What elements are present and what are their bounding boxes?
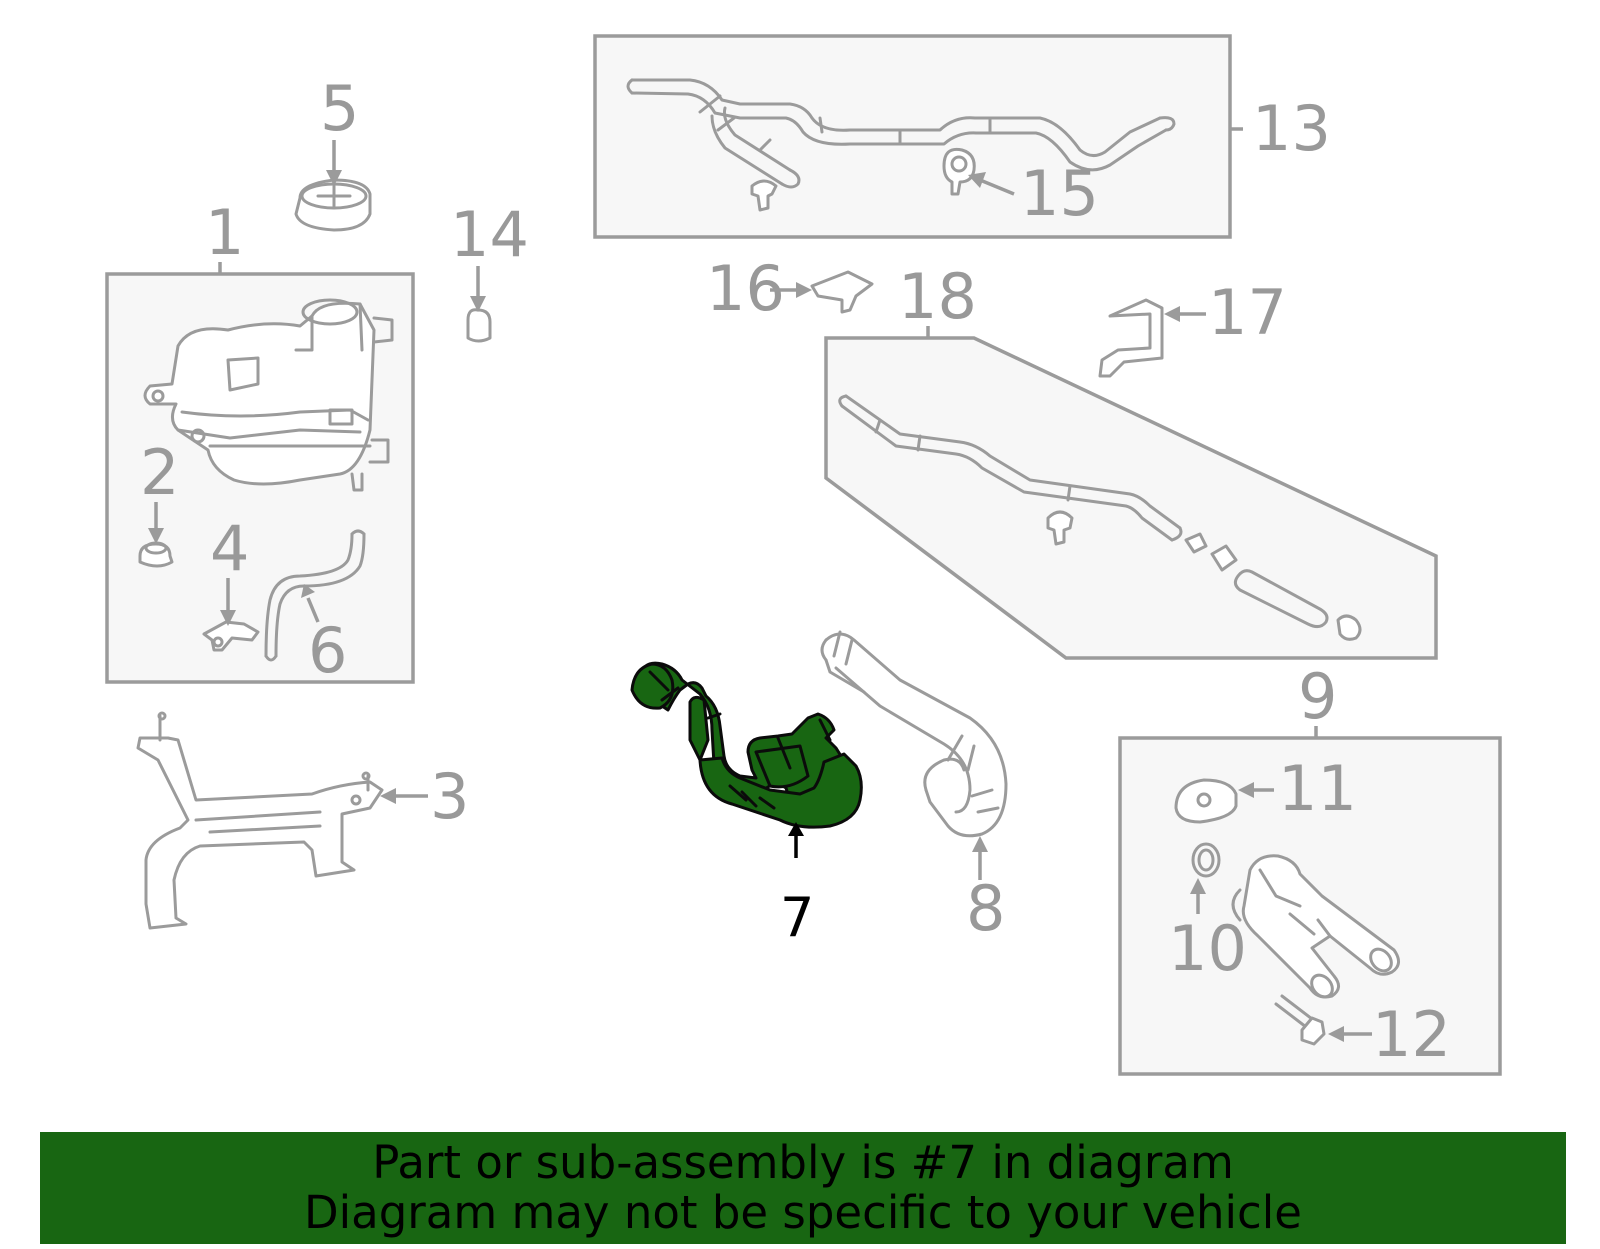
label-15: 15: [968, 157, 1099, 230]
label-4: 4: [210, 512, 249, 626]
clamp-14[interactable]: [466, 308, 492, 343]
label-2: 2: [140, 436, 179, 544]
bracket-17[interactable]: [1098, 298, 1164, 378]
pipe-18[interactable]: [838, 394, 1362, 641]
part-number-14: 14: [450, 198, 529, 271]
clip-18: [1046, 510, 1074, 546]
housing-9[interactable]: [1231, 854, 1400, 1001]
part-number-6: 6: [308, 614, 347, 687]
hose-8[interactable]: [820, 630, 1008, 838]
group-13-box: [593, 34, 1243, 239]
label-18: 18: [898, 260, 977, 333]
bracket-3[interactable]: [136, 711, 384, 930]
part-number-13: 13: [1252, 92, 1331, 165]
hose-13[interactable]: [626, 78, 1176, 189]
seal-10[interactable]: [1191, 842, 1221, 878]
label-14: 14: [450, 198, 529, 312]
part-number-11: 11: [1278, 752, 1357, 825]
part-number-1: 1: [205, 196, 244, 269]
label-12: 12: [1328, 998, 1451, 1071]
part-number-18: 18: [898, 260, 977, 333]
part-number-12: 12: [1372, 998, 1451, 1071]
label-6: 6: [301, 584, 347, 687]
banner-disclaimer: Diagram may not be specific to your vehi…: [304, 1186, 1302, 1239]
info-banner: Part or sub-assembly is #7 in diagram Di…: [40, 1132, 1566, 1244]
banner-part-notice: Part or sub-assembly is #7 in diagram: [372, 1136, 1234, 1189]
part-number-9: 9: [1298, 660, 1337, 733]
reservoir-tank[interactable]: [143, 298, 394, 492]
part-number-10: 10: [1168, 912, 1247, 985]
label-8: 8: [966, 836, 1005, 945]
part-number-4: 4: [210, 512, 249, 585]
cap-11[interactable]: [1174, 778, 1238, 824]
clamp-4[interactable]: [202, 620, 260, 652]
part-number-15: 15: [1020, 157, 1099, 230]
label-5: 5: [320, 72, 359, 186]
label-9: 9: [1298, 660, 1337, 733]
label-11: 11: [1238, 752, 1357, 825]
label-10: 10: [1168, 878, 1247, 985]
bracket-16[interactable]: [810, 270, 874, 314]
label-7: 7: [780, 822, 814, 949]
label-13: 13: [1252, 92, 1331, 165]
clip-13: [750, 179, 778, 212]
reservoir-cap-5[interactable]: [294, 178, 372, 232]
part-number-17: 17: [1208, 276, 1287, 349]
bolt-12[interactable]: [1274, 994, 1326, 1046]
label-17: 17: [1164, 276, 1287, 349]
clip-15[interactable]: [942, 147, 976, 196]
label-1: 1: [205, 196, 244, 269]
grommet-2[interactable]: [138, 541, 174, 568]
part-number-3: 3: [430, 760, 469, 833]
group-18-box: [824, 326, 1438, 660]
label-3: 3: [380, 760, 469, 833]
part-number-2: 2: [140, 436, 179, 509]
highlighted-hose-7[interactable]: [630, 661, 863, 829]
part-number-7: 7: [780, 886, 814, 949]
part-number-8: 8: [966, 872, 1005, 945]
hose-6[interactable]: [264, 529, 366, 662]
part-number-5: 5: [320, 72, 359, 145]
label-16: 16: [706, 252, 812, 325]
